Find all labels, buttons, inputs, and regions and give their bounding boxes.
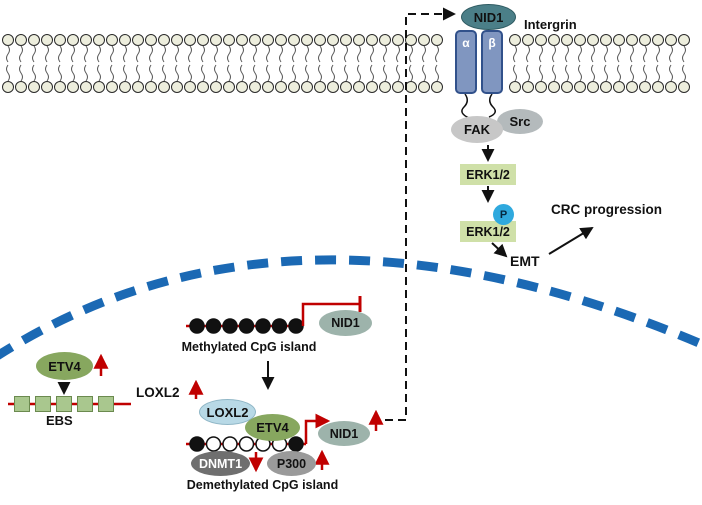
etv4-promoter-oval: ETV4 <box>245 414 300 441</box>
emt-label: EMT <box>510 253 540 269</box>
active-promoter-arrow <box>304 413 331 444</box>
plasma-membrane <box>2 34 690 93</box>
phospho-circle: P <box>493 204 514 225</box>
etv4-promoter-label: ETV4 <box>256 420 289 435</box>
integrin-tail-right <box>488 93 496 118</box>
dashed-feedback-arrow-nid1 <box>385 7 456 421</box>
p300-oval: P300 <box>267 451 316 476</box>
dnmt1-label: DNMT1 <box>198 456 243 471</box>
loxl2-oval-label: LOXL2 <box>206 404 249 420</box>
nid1-gene-methylated-oval: NID1 <box>319 310 372 336</box>
integrin-tail-left <box>461 93 470 119</box>
nid1-methylated-label: NID1 <box>331 316 360 330</box>
nid1-ligand-label: NID1 <box>473 9 504 25</box>
src-oval: Src <box>497 109 543 134</box>
signal-arrows <box>57 7 594 421</box>
phospho-label: P <box>499 208 508 221</box>
erk-label: ERK1/2 <box>466 167 510 182</box>
blocked-promoter-line <box>301 302 360 326</box>
src-label: Src <box>509 114 531 129</box>
arrow-emt-to-crc <box>548 226 594 255</box>
gene-regulation <box>8 296 384 473</box>
nid1-ligand-oval: NID1 <box>461 4 516 30</box>
nid1-demethylated-label: NID1 <box>329 426 359 441</box>
fak-label: FAK <box>464 122 490 137</box>
nuclear-membrane <box>0 255 702 360</box>
dnmt1-oval: DNMT1 <box>191 451 250 476</box>
beta-label: β <box>488 36 496 50</box>
methylated-island-label: Methylated CpG island <box>181 340 317 354</box>
fak-oval: FAK <box>451 116 503 143</box>
loxl2-induction-label: LOXL2 <box>136 385 180 400</box>
arrow-perk-to-emt <box>491 242 508 258</box>
phospho-erk-label: ERK1/2 <box>466 224 510 239</box>
etv4-label: ETV4 <box>48 358 81 374</box>
erk-box: ERK1/2 <box>460 164 516 185</box>
methylated-cpg-circles <box>189 318 304 334</box>
crc-progression-label: CRC progression <box>551 202 663 217</box>
ebs-label: EBS <box>46 413 73 428</box>
loxl2-oval: LOXL2 <box>199 399 256 425</box>
alpha-label: α <box>462 36 470 50</box>
etv4-oval: ETV4 <box>36 352 93 380</box>
p300-label: P300 <box>276 456 307 471</box>
phospho-erk-box: ERK1/2 <box>460 221 516 242</box>
demethylated-island-label: Demethylated CpG island <box>186 478 339 492</box>
integrin-beta-subunit: β <box>481 30 503 94</box>
integrin-label: Intergrin <box>524 17 577 32</box>
nid1-gene-demethylated-oval: NID1 <box>318 421 370 446</box>
integrin-alpha-subunit: α <box>455 30 477 94</box>
ebs-sites <box>14 396 114 412</box>
